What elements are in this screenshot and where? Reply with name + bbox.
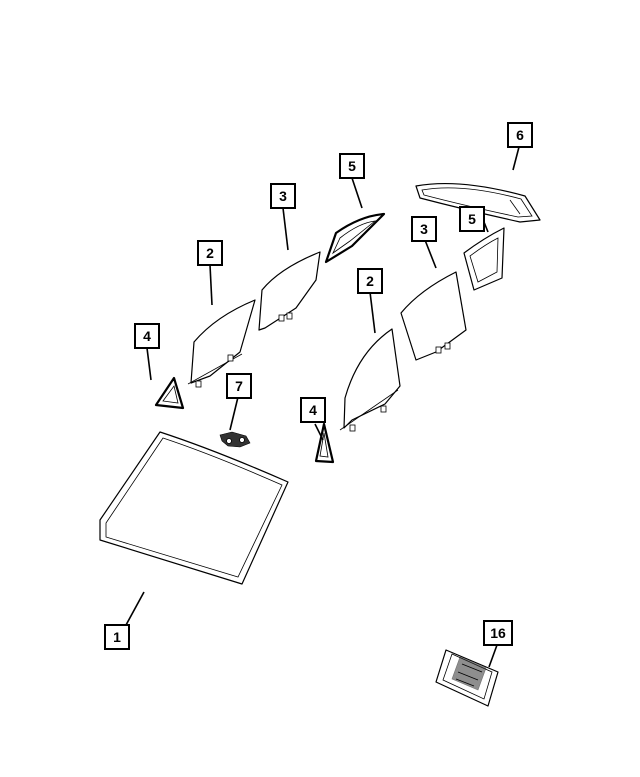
front-door-glass-right-part[interactable]	[339, 328, 401, 432]
svg-text:4: 4	[309, 402, 317, 418]
svg-text:7: 7	[235, 378, 243, 394]
callout-16: 16	[483, 620, 513, 646]
svg-text:5: 5	[348, 158, 356, 174]
leader-2a	[209, 264, 213, 306]
back-glass-part[interactable]	[415, 182, 541, 223]
callout-3-right: 3	[411, 216, 437, 242]
callout-2-left: 2	[197, 240, 223, 266]
svg-text:5: 5	[468, 211, 476, 227]
quarter-glass-right-part[interactable]	[463, 227, 505, 291]
leader-2b	[369, 291, 376, 334]
rain-sensor-part[interactable]	[435, 649, 499, 707]
callout-1: 1	[104, 624, 130, 650]
leader-7	[229, 396, 239, 431]
svg-text:1: 1	[113, 629, 121, 645]
svg-text:6: 6	[516, 127, 524, 143]
leader-4a	[146, 347, 152, 381]
svg-text:16: 16	[490, 625, 506, 641]
rear-door-glass-left-part[interactable]	[258, 251, 321, 331]
callout-5-right: 5	[459, 206, 485, 232]
vent-glass-right-part[interactable]	[314, 422, 335, 464]
rear-door-glass-right-part[interactable]	[400, 271, 467, 361]
svg-text:3: 3	[279, 188, 287, 204]
callout-7: 7	[226, 373, 252, 399]
front-door-glass-left-part[interactable]	[187, 299, 256, 388]
svg-text:4: 4	[143, 328, 151, 344]
leader-1	[125, 591, 145, 626]
svg-text:3: 3	[420, 221, 428, 237]
leader-4b	[314, 423, 324, 441]
callout-2-right: 2	[357, 268, 383, 294]
vent-glass-left-part[interactable]	[154, 376, 185, 410]
leader-3b	[424, 239, 437, 269]
callout-5-left: 5	[339, 153, 365, 179]
svg-text:2: 2	[366, 273, 374, 289]
callout-4-left: 4	[134, 323, 160, 349]
mirror-bracket-part[interactable]	[219, 431, 251, 448]
leader-6	[512, 146, 520, 171]
callout-3-left: 3	[270, 183, 296, 209]
callouts: 1 2 2 3 3 4 4 5	[104, 122, 533, 650]
callout-4-right: 4	[300, 397, 326, 423]
svg-text:2: 2	[206, 245, 214, 261]
windshield-part[interactable]	[99, 431, 289, 585]
leader-3a	[282, 207, 289, 251]
leader-16	[488, 644, 498, 668]
leader-5a	[351, 177, 363, 209]
callout-6: 6	[507, 122, 533, 148]
quarter-glass-left-part[interactable]	[324, 212, 386, 264]
